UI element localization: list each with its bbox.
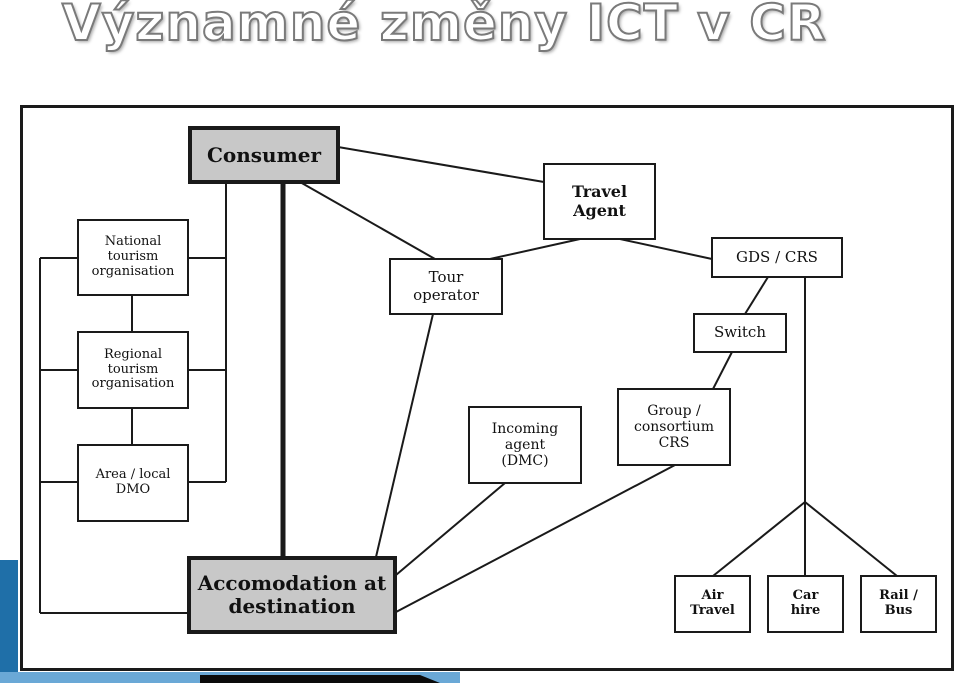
incoming-agent-label: Incoming agent (DMC) bbox=[491, 420, 559, 470]
national-tourism-label: National tourism organisation bbox=[91, 234, 175, 279]
group-consortium-label: Group / consortium CRS bbox=[634, 402, 714, 452]
group-consortium-node: Group / consortium CRS bbox=[617, 388, 731, 466]
car-hire-node: Car hire bbox=[767, 575, 844, 633]
gds-crs-node: GDS / CRS bbox=[711, 237, 843, 278]
regional-tourism-label: Regional tourism organisation bbox=[91, 346, 175, 392]
area-local-dmo-label: Area / local DMO bbox=[95, 467, 171, 497]
national-tourism-node: National tourism organisation bbox=[77, 219, 189, 296]
switch-node: Switch bbox=[693, 313, 787, 353]
rail-bus-node: Rail / Bus bbox=[860, 575, 937, 633]
decorative-corner-swoosh bbox=[0, 560, 460, 683]
accommodation-label: Accomodation at destination bbox=[197, 571, 387, 618]
switch-label: Switch bbox=[713, 323, 766, 342]
travel-agent-label: Travel Agent bbox=[571, 182, 628, 220]
air-travel-label: Air Travel bbox=[690, 588, 735, 618]
gds-crs-label: GDS / CRS bbox=[736, 247, 818, 266]
area-local-dmo-node: Area / local DMO bbox=[77, 444, 189, 522]
tour-operator-label: Tour operator bbox=[413, 268, 479, 304]
slide-title: Významné změny ICT v CR bbox=[61, 0, 827, 53]
air-travel-node: Air Travel bbox=[674, 575, 751, 633]
incoming-agent-node: Incoming agent (DMC) bbox=[468, 406, 582, 484]
rail-bus-label: Rail / Bus bbox=[879, 588, 918, 618]
car-hire-label: Car hire bbox=[790, 588, 821, 618]
regional-tourism-node: Regional tourism organisation bbox=[77, 331, 189, 409]
accommodation-node: Accomodation at destination bbox=[187, 556, 397, 634]
travel-agent-node: Travel Agent bbox=[543, 163, 656, 240]
tour-operator-node: Tour operator bbox=[389, 258, 503, 315]
consumer-label: Consumer bbox=[206, 142, 322, 167]
consumer-node: Consumer bbox=[188, 126, 340, 184]
